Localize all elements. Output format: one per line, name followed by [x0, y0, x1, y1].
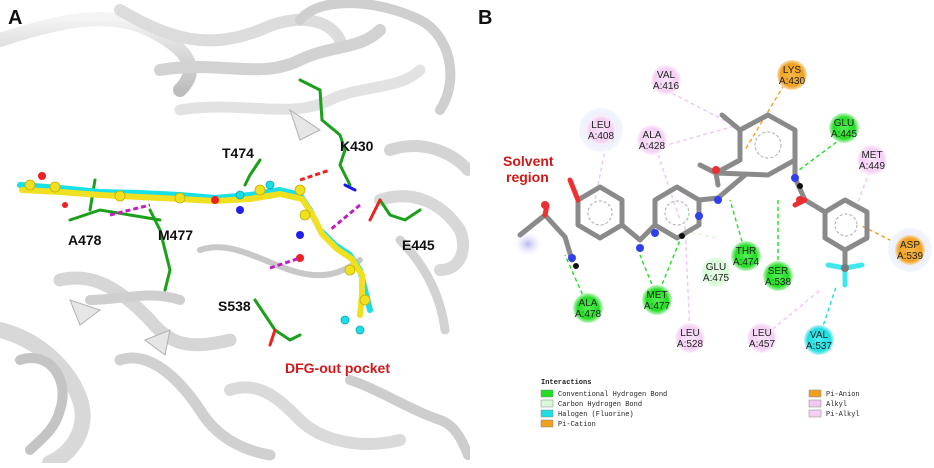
- svg-text:A:474: A:474: [733, 257, 760, 268]
- svg-text:A:475: A:475: [703, 273, 730, 284]
- svg-text:VAL: VAL: [810, 330, 829, 341]
- svg-text:LYS: LYS: [783, 65, 801, 76]
- solvent-region-line-2: region: [506, 169, 549, 185]
- residue-leu408: LEU A:408: [579, 108, 623, 152]
- hbond-lines: [109, 168, 361, 270]
- svg-text:A:528: A:528: [677, 339, 704, 350]
- svg-text:ASP: ASP: [900, 240, 920, 251]
- svg-text:A:538: A:538: [765, 277, 792, 288]
- residue-label-s538: S538: [218, 298, 251, 314]
- svg-text:LEU: LEU: [591, 120, 610, 131]
- svg-text:Pi-Cation: Pi-Cation: [558, 421, 596, 429]
- residue-glu475: GLU A:475: [701, 257, 731, 287]
- ribbon-arrows: [69, 108, 321, 356]
- legend-title: Interactions: [541, 379, 591, 387]
- residue-label-k430: K430: [340, 138, 374, 154]
- svg-text:SER: SER: [768, 266, 789, 277]
- residue-met449: MET A:449: [857, 145, 887, 175]
- legend-item-pi-cation: Pi-Cation: [540, 419, 596, 429]
- residue-met477: MET A:477: [642, 285, 672, 315]
- residue-label-t474: T474: [222, 145, 254, 161]
- svg-text:A:457: A:457: [749, 339, 776, 350]
- residue-lys430: LYS A:430: [777, 60, 807, 90]
- svg-text:A:477: A:477: [644, 301, 671, 312]
- svg-text:Pi-Anion: Pi-Anion: [826, 391, 860, 399]
- residue-bubbles: VAL A:416 LYS A:430 LEU A:408 ALA A:428: [573, 60, 932, 355]
- svg-text:GLU: GLU: [834, 118, 855, 129]
- legend-item-alkyl: Alkyl: [808, 399, 847, 409]
- residue-label-a478: A478: [68, 232, 102, 248]
- residue-glu445: GLU A:445: [829, 113, 859, 143]
- legend-item-halogen: Halogen (Fluorine): [540, 409, 634, 419]
- svg-text:ALA: ALA: [643, 130, 662, 141]
- solvent-region-line-1: Solvent: [503, 153, 554, 169]
- svg-text:A:408: A:408: [588, 131, 615, 142]
- residue-ala428: ALA A:428: [637, 125, 667, 155]
- ligand-structure: [17, 172, 373, 335]
- svg-text:LEU: LEU: [752, 328, 771, 339]
- panel-b-background: [470, 0, 934, 463]
- panel-b: B: [470, 0, 934, 463]
- svg-text:MET: MET: [646, 290, 667, 301]
- legend-item-conv-hbond: Conventional Hydrogen Bond: [540, 389, 667, 399]
- panel-a-label: A: [8, 7, 22, 29]
- residue-label-m477: M477: [158, 227, 193, 243]
- svg-text:GLU: GLU: [706, 262, 727, 273]
- svg-text:Carbon Hydrogen Bond: Carbon Hydrogen Bond: [558, 401, 642, 409]
- panel-a: A T474 K430 A478 M477 E445 S538 DFG-out …: [0, 0, 474, 468]
- residue-sticks: [68, 78, 422, 347]
- residue-val416: VAL A:416: [651, 65, 681, 95]
- residue-val537: VAL A:537: [804, 325, 834, 355]
- svg-text:A:416: A:416: [653, 81, 680, 92]
- ligand-2d: [512, 112, 870, 288]
- svg-text:A:449: A:449: [859, 161, 886, 172]
- svg-text:Pi-Alkyl: Pi-Alkyl: [826, 411, 860, 419]
- svg-text:A:478: A:478: [575, 309, 602, 320]
- residue-ala478: ALA A:478: [573, 293, 603, 323]
- residue-asp539: ASP A:539: [888, 228, 932, 272]
- svg-text:MET: MET: [861, 150, 882, 161]
- panel-a-residue-labels: T474 K430 A478 M477 E445 S538: [68, 138, 435, 314]
- legend-item-pi-anion: Pi-Anion: [808, 389, 860, 399]
- svg-text:A:537: A:537: [806, 341, 833, 352]
- svg-text:ALA: ALA: [579, 298, 598, 309]
- residue-leu457: LEU A:457: [747, 323, 777, 353]
- svg-text:LEU: LEU: [680, 328, 699, 339]
- dfg-out-pocket-label: DFG-out pocket: [285, 360, 390, 376]
- svg-text:A:539: A:539: [897, 251, 924, 262]
- svg-text:A:445: A:445: [831, 129, 858, 140]
- legend-item-pi-alkyl: Pi-Alkyl: [808, 409, 860, 419]
- protein-ribbon: [0, 0, 474, 468]
- interactions-legend: Interactions Conventional Hydrogen Bond …: [540, 379, 860, 429]
- panel-b-label: B: [478, 7, 492, 29]
- residue-ser538: SER A:538: [763, 261, 793, 291]
- svg-text:A:430: A:430: [779, 76, 806, 87]
- legend-item-carbon-hbond: Carbon Hydrogen Bond: [540, 399, 642, 409]
- residue-label-e445: E445: [402, 237, 435, 253]
- residue-thr474: THR A:474: [731, 241, 761, 271]
- svg-text:Alkyl: Alkyl: [826, 401, 847, 409]
- svg-text:Halogen (Fluorine): Halogen (Fluorine): [558, 411, 634, 419]
- svg-text:VAL: VAL: [657, 70, 676, 81]
- svg-text:THR: THR: [736, 246, 757, 257]
- svg-text:A:428: A:428: [639, 141, 666, 152]
- residue-leu528: LEU A:528: [675, 323, 705, 353]
- svg-text:Conventional Hydrogen Bond: Conventional Hydrogen Bond: [558, 391, 667, 399]
